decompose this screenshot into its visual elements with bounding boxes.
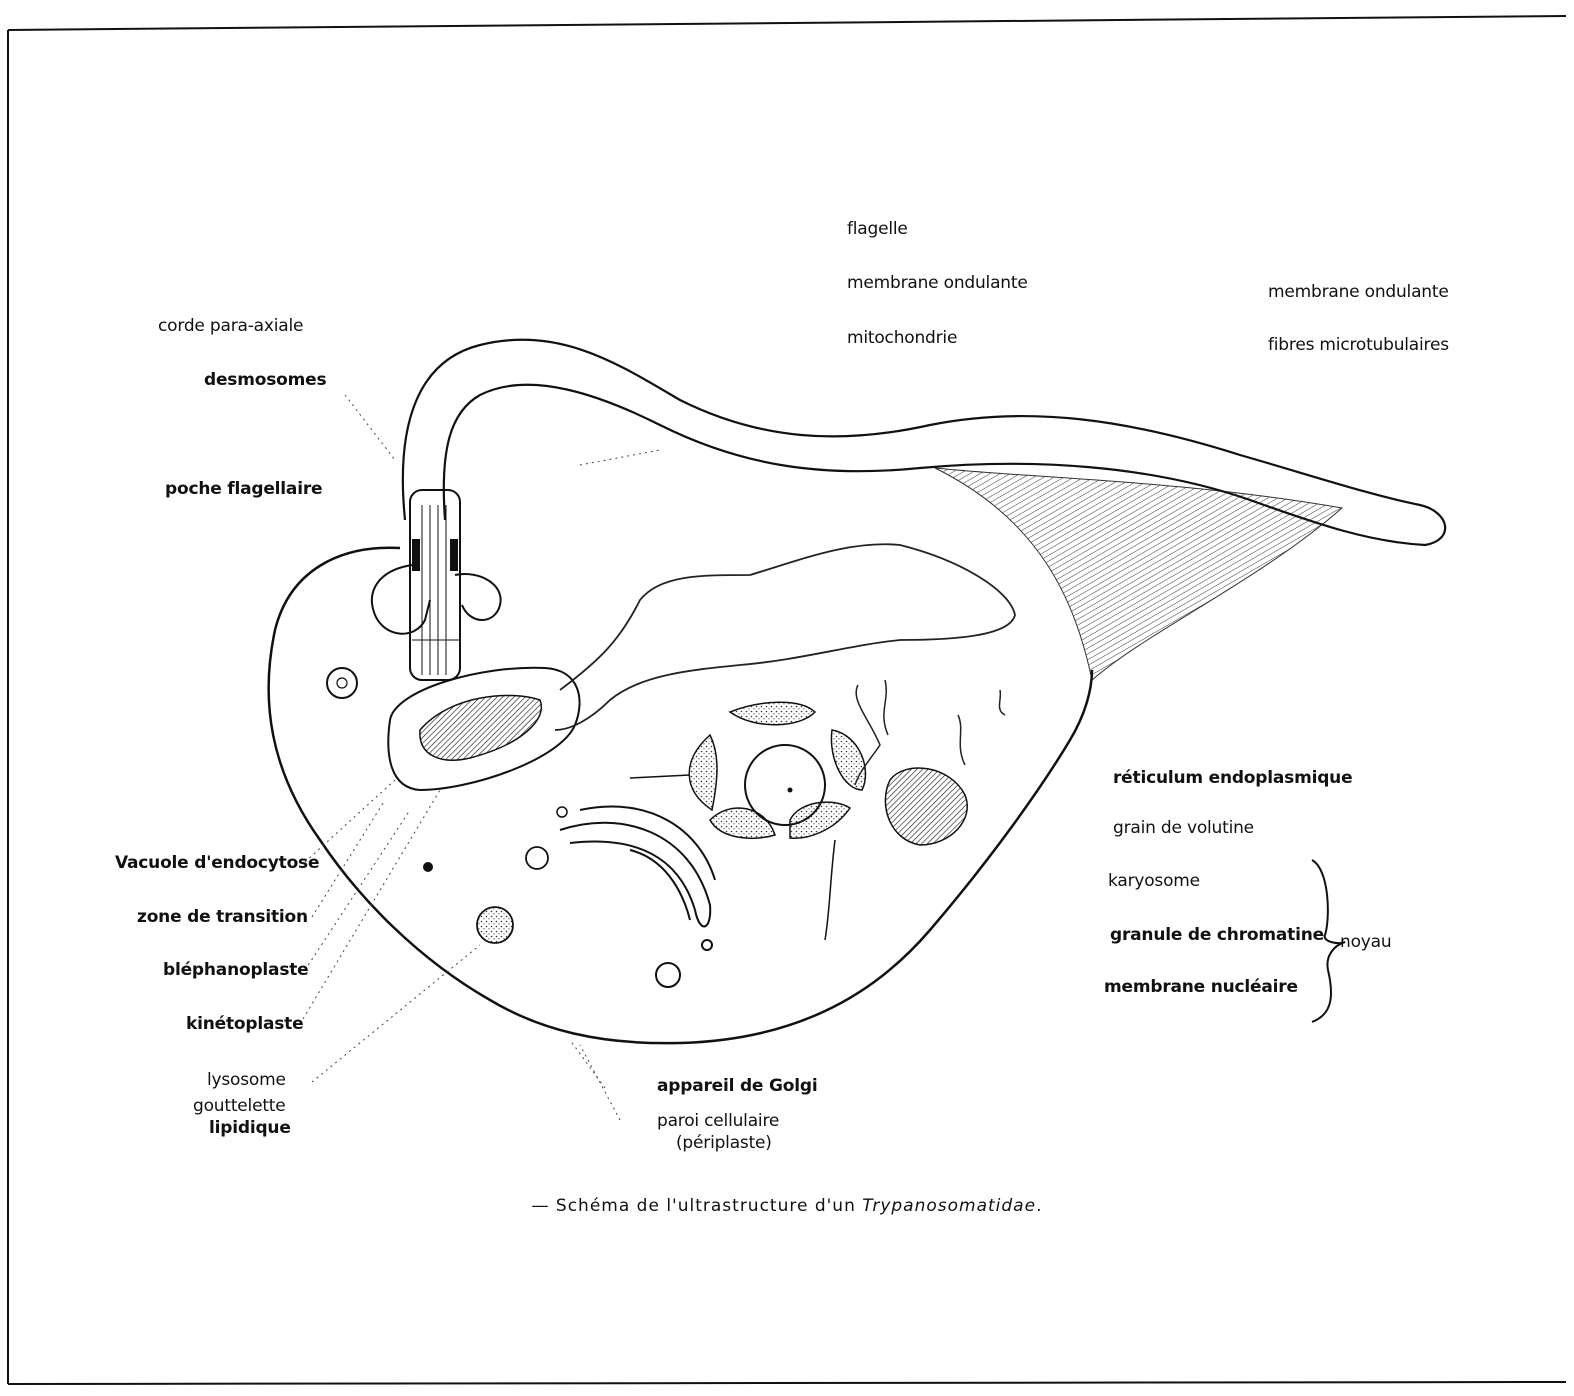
flagellar-pocket [372, 490, 501, 680]
label-membrane-nucleaire: membrane nucléaire [1104, 977, 1298, 997]
label-membrane-ondulante-right: membrane ondulante [1268, 282, 1449, 302]
label-membrane-ondulante-top: membrane ondulante [847, 273, 1028, 293]
figure-caption: — Schéma de l'ultrastructure d'un Trypan… [0, 1196, 1574, 1216]
flagellum [403, 340, 1445, 545]
label-zone-de-transition: zone de transition [137, 907, 308, 927]
label-appareil-de-golgi: appareil de Golgi [657, 1076, 817, 1096]
label-noyau: noyau [1340, 932, 1391, 952]
kinetoplast [388, 668, 579, 790]
label-lysosome: lysosome [207, 1070, 286, 1090]
label-lipidique: lipidique [209, 1118, 291, 1138]
label-mitochondrie: mitochondrie [847, 328, 957, 348]
label-grain-de-volutine: grain de volutine [1113, 818, 1254, 838]
label-reticulum-endoplasmique: réticulum endoplasmique [1113, 768, 1352, 788]
label-vacuole-d-endocytose: Vacuole d'endocytose [115, 853, 319, 873]
lysosome [423, 862, 433, 872]
label-poche-flagellaire: poche flagellaire [165, 479, 322, 499]
label-kinetoplaste: kinétoplaste [186, 1014, 303, 1034]
undulating-membrane-hatched [935, 468, 1342, 680]
label-fibres-microtubulaires: fibres microtubulaires [1268, 335, 1449, 355]
caption-prefix: — Schéma de l'ultrastructure d'un [532, 1196, 863, 1216]
lipid-droplet [477, 907, 513, 943]
cell-body-wall [269, 548, 1092, 1043]
nucleus [630, 702, 865, 940]
label-gouttelette: gouttelette [193, 1096, 286, 1116]
caption-suffix: . [1036, 1196, 1042, 1216]
caption-taxon: Trypanosomatidae [862, 1196, 1036, 1216]
volutine-grain [885, 768, 967, 845]
endocytosis-vacuole [327, 668, 357, 698]
label-paroi-cellulaire: paroi cellulaire [657, 1111, 779, 1131]
leader-lines [300, 395, 660, 1120]
label-karyosome: karyosome [1108, 871, 1200, 891]
page-frame [8, 16, 1566, 1384]
label-granule-de-chromatine: granule de chromatine [1110, 925, 1324, 945]
label-blepharoplaste: bléphanoplaste [163, 960, 309, 980]
golgi-apparatus [560, 806, 715, 987]
label-corde-para-axiale: corde para-axiale [158, 316, 303, 336]
label-periplaste: (périplaste) [676, 1133, 772, 1153]
label-flagelle: flagelle [847, 219, 908, 239]
label-desmosomes: desmosomes [204, 370, 326, 390]
